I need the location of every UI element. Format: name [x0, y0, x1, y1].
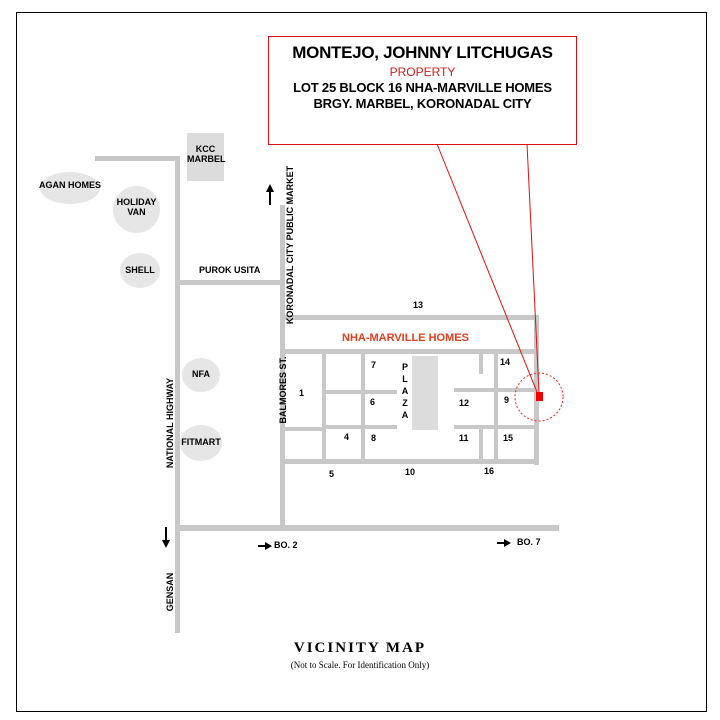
road-h4: [362, 390, 397, 394]
block-number: 4: [344, 432, 350, 442]
owner-name: MONTEJO, JOHNNY LITCHUGAS: [292, 43, 553, 62]
property-location: BRGY. MARBEL, KORONADAL CITY: [313, 96, 532, 111]
up-arrow-icon: [266, 184, 274, 205]
purok-usita-road: [175, 280, 285, 285]
road-h6: [454, 425, 536, 429]
road-v1: [322, 352, 326, 462]
kcc-marbel-label: KCC MARBEL: [187, 144, 226, 164]
property-marker: [536, 392, 543, 401]
bo2-label: BO. 2: [274, 540, 298, 550]
road-v2: [361, 352, 365, 462]
property-callout: MONTEJO, JOHNNY LITCHUGAS PROPERTY LOT 2…: [268, 36, 577, 145]
road-h1: [283, 427, 323, 431]
balmores-road: [280, 205, 285, 530]
shell-label: SHELL: [125, 265, 155, 275]
block-number: 12: [459, 398, 470, 408]
road-v5: [494, 352, 498, 462]
bottom-road: [178, 525, 559, 531]
block-number: 11: [459, 433, 469, 443]
road-marville: [283, 349, 539, 354]
down-arrow-icon: [162, 527, 170, 548]
block-number: 7: [371, 360, 377, 370]
property-highlight-circle: [514, 372, 564, 422]
plaza-label: P L A Z A: [397, 361, 413, 421]
block-number: 6: [370, 397, 376, 407]
holiday-van-landmark: [113, 186, 160, 233]
block-number: 13: [413, 300, 424, 310]
block-number: 9: [504, 395, 510, 405]
plaza-letter: A: [401, 386, 409, 396]
callout-pointer-line-2: [526, 143, 540, 393]
road-h5: [454, 388, 536, 392]
road-13: [283, 315, 539, 320]
fitmart-label: FITMART: [181, 437, 221, 447]
nfa-landmark: [182, 358, 220, 392]
national-highway-road: [175, 156, 180, 633]
shell-landmark: [120, 253, 160, 288]
block-number: 14: [500, 357, 511, 367]
holiday-van-label: HOLIDAY VAN: [116, 197, 157, 217]
block-number: 16: [484, 466, 495, 476]
nfa-label: NFA: [192, 369, 210, 379]
road-h3: [325, 425, 397, 429]
agan-homes-label: AGAN HOMES: [38, 180, 101, 190]
purok-usita-label: PUROK USITA: [199, 265, 261, 275]
map-frame: [16, 12, 707, 712]
map-subtitle: (Not to Scale. For Identification Only): [290, 660, 430, 670]
callout-pointer-line: [436, 143, 538, 393]
block-number: 15: [503, 433, 514, 443]
road-v4: [479, 425, 483, 462]
block-number: 1: [299, 388, 305, 398]
bo7-label: BO. 7: [517, 537, 541, 547]
road-top-left: [95, 156, 179, 161]
right-arrow-icon-bo7: [497, 539, 511, 547]
road-h2: [325, 390, 365, 394]
plaza-block: [412, 356, 438, 430]
block-number: 5: [329, 469, 335, 479]
plaza-letter: A: [401, 410, 409, 420]
property-type: PROPERTY: [389, 65, 456, 79]
road-v3: [479, 352, 483, 374]
plaza-letter: L: [402, 374, 408, 384]
block-number: 8: [371, 433, 377, 443]
subdivision-name: NHA-MARVILLE HOMES: [342, 332, 469, 344]
kcc-marbel-landmark: [187, 133, 224, 181]
right-arrow-icon-bo2: [258, 542, 272, 550]
plaza-letter: P: [401, 362, 408, 372]
lot-description: LOT 25 BLOCK 16 NHA-MARVILLE HOMES: [293, 80, 552, 95]
map-title: VICINITY MAP: [293, 640, 427, 656]
plaza-letter: Z: [402, 398, 408, 408]
agan-homes-landmark: [40, 172, 100, 204]
fitmart-landmark: [180, 425, 222, 461]
road-bottom-block: [283, 459, 539, 464]
block-number: 10: [405, 467, 416, 477]
